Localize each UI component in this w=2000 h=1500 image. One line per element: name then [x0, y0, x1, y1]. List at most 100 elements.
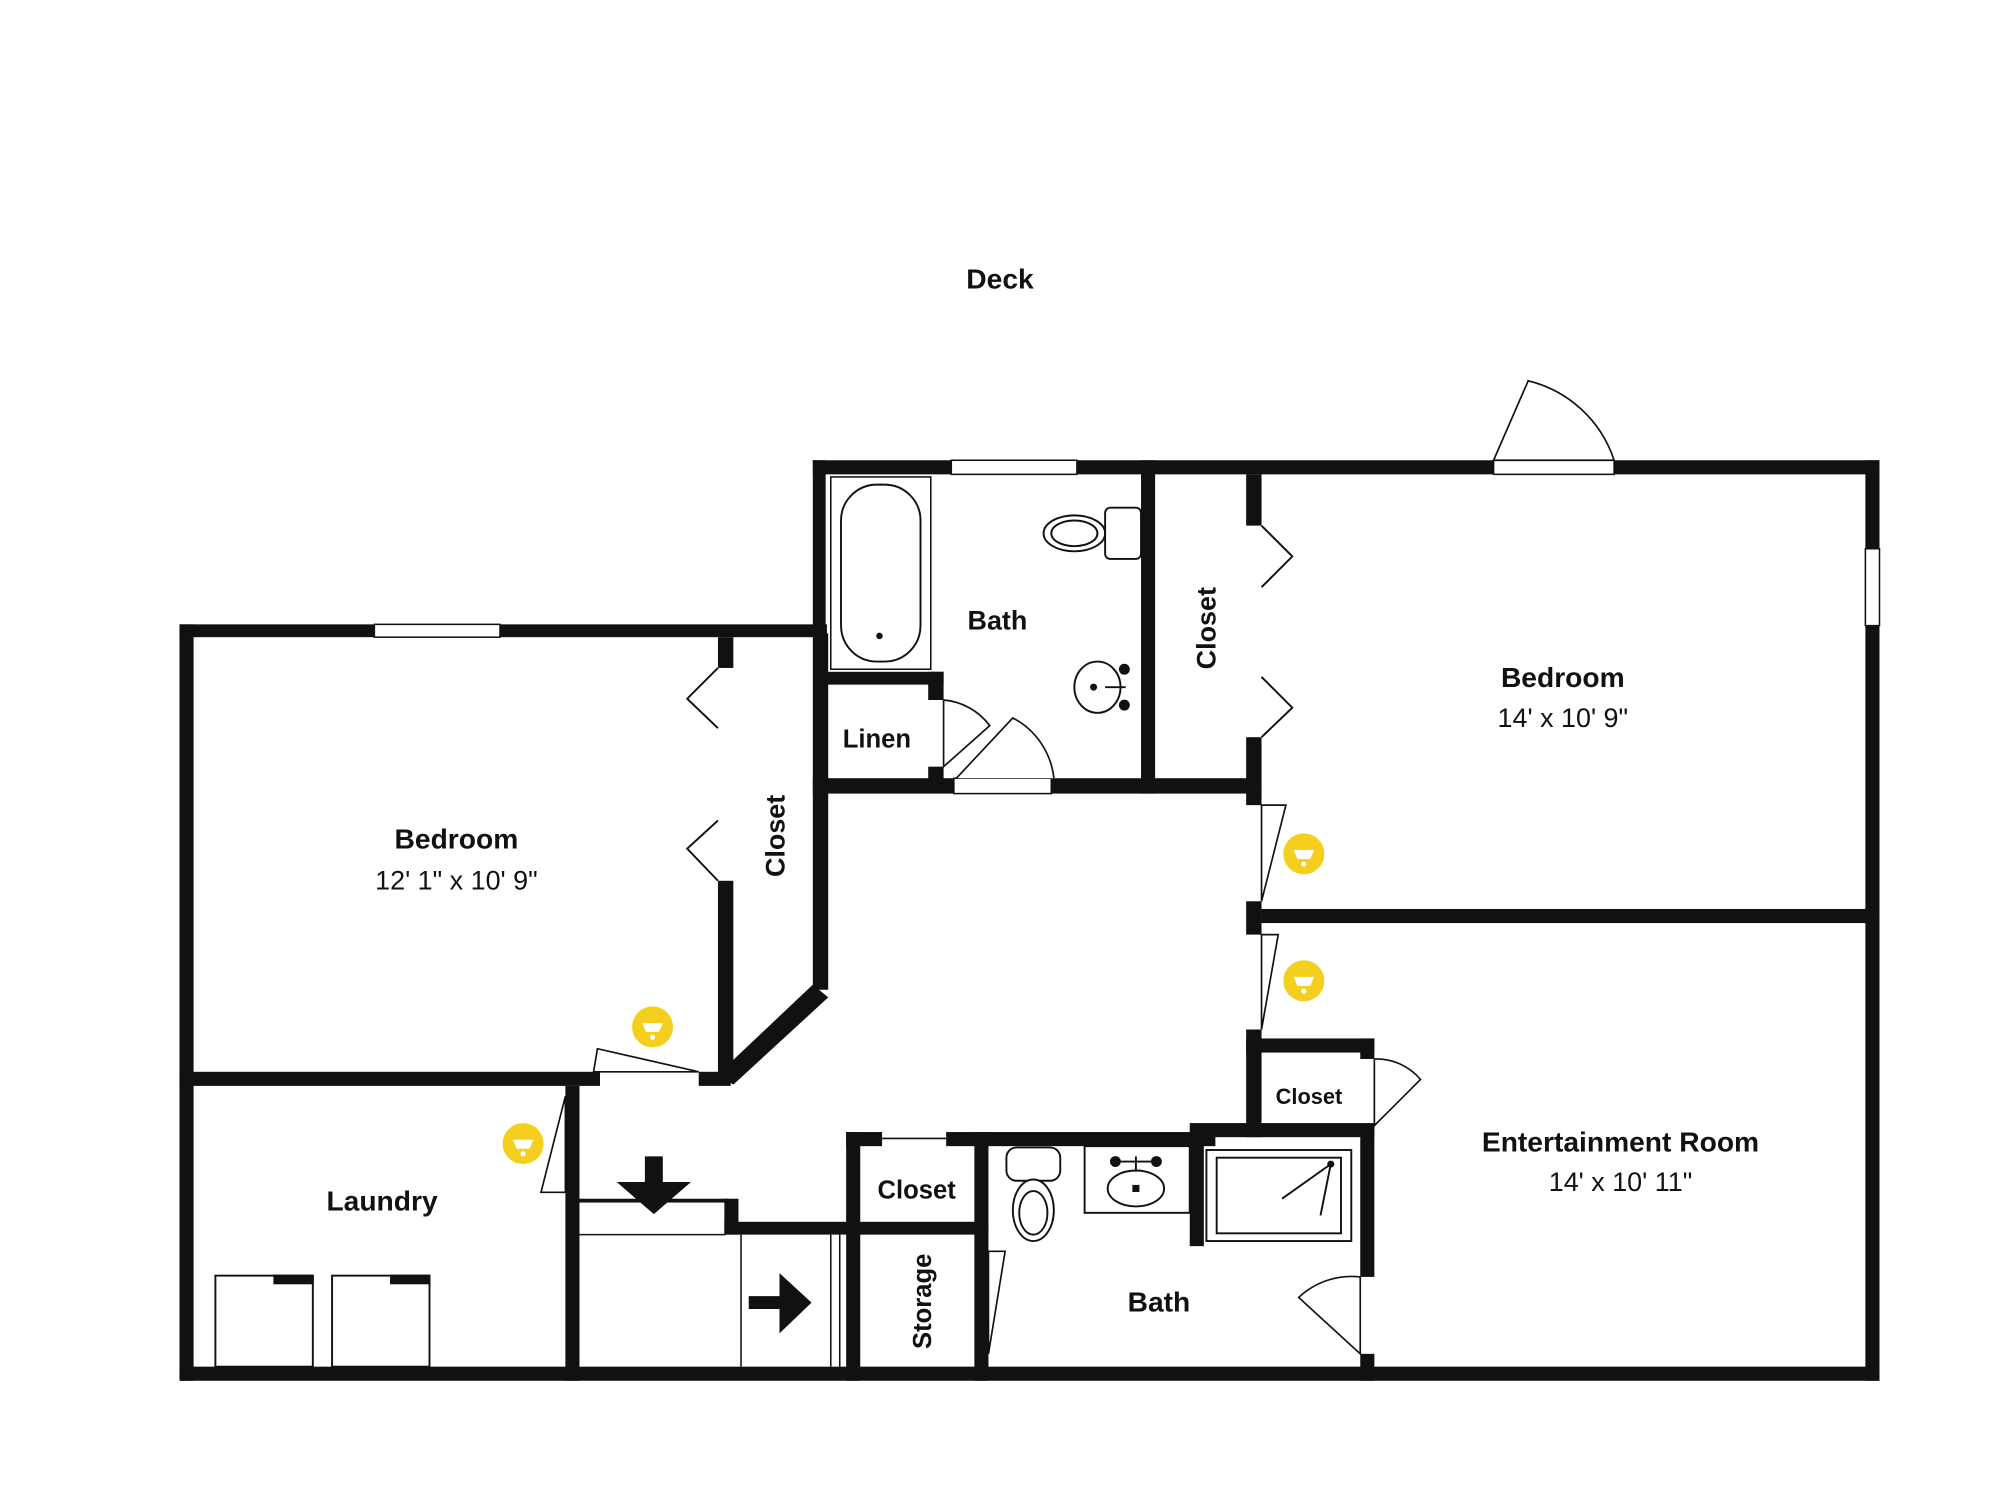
door-left-bedroom	[592, 1047, 699, 1073]
door-upper-bath	[955, 716, 1055, 779]
wall-bedroom-ent	[1261, 908, 1880, 924]
label-storage: Storage	[909, 1254, 937, 1349]
wall-laundry-right	[565, 1085, 580, 1381]
dim-entertainment: 14' x 10' 11"	[1549, 1167, 1692, 1197]
wall-bedroom-laundry-b	[698, 1071, 731, 1086]
window-right-bedroom-top	[1492, 459, 1615, 476]
bifold-mid-closet-b	[1260, 676, 1294, 738]
wall-hall-right-a	[1246, 901, 1262, 935]
smoke-detector-icon	[1283, 960, 1325, 1002]
wall-shower-left	[1189, 1123, 1204, 1247]
faucet-lower-handle-b	[1150, 1156, 1162, 1167]
label-laundry: Laundry	[326, 1184, 438, 1216]
shower-icon	[1215, 1156, 1342, 1235]
door-entertainment	[1260, 933, 1280, 1030]
shower-head-icon	[1327, 1160, 1335, 1168]
smoke-detector-icon	[502, 1123, 544, 1165]
label-closet-upper-mid: Closet	[1191, 587, 1221, 669]
dryer-icon	[331, 1274, 431, 1368]
wall-left-closet-inner-a	[717, 637, 734, 668]
door-small-closet	[1373, 1058, 1422, 1128]
wall-diagonal	[717, 984, 829, 1085]
faucet-lower-handle-a	[1109, 1156, 1121, 1167]
bathtub-drain-icon	[876, 632, 883, 640]
wall-linen-top	[825, 671, 944, 685]
wall-lower-closet-mid	[846, 1221, 989, 1235]
label-closet-lower: Closet	[878, 1177, 957, 1205]
toilet-seat-upper	[1050, 519, 1099, 548]
wall-left-closet-inner-b	[717, 880, 734, 1081]
door-laundry	[539, 1095, 567, 1194]
bifold-mid-closet-a	[1260, 524, 1294, 588]
wall-lower-closet-top-b	[946, 1132, 1216, 1147]
wall-linen-right-a	[928, 671, 944, 700]
wall-small-closet-right-b	[1360, 1125, 1375, 1277]
window-upper-bath	[950, 459, 1078, 476]
label-bedroom-right: Bedroom	[1501, 661, 1625, 693]
wall-lower-closet-left	[846, 1132, 861, 1381]
room-labels: Deck Bath Closet Bedroom 14' x 10' 9" Li…	[326, 262, 1759, 1349]
toilet-tank-lower-icon	[1005, 1146, 1062, 1182]
wall-bedroom-laundry-a	[179, 1071, 600, 1086]
wall-mid-closet-right-b	[1246, 737, 1262, 806]
bathtub-icon	[840, 483, 922, 663]
label-closet-left: Closet	[761, 795, 791, 877]
wall-small-closet-right-a	[1360, 1038, 1375, 1059]
wall-bath-bottom-b	[1051, 778, 1262, 794]
sink-lower-drain	[1132, 1184, 1140, 1192]
window-right-bedroom-side	[1864, 547, 1881, 627]
washer-control	[273, 1274, 314, 1285]
arrow-down-icon	[616, 1156, 692, 1215]
shower-spray-a	[1281, 1163, 1332, 1200]
dim-bedroom-right: 14' x 10' 9"	[1498, 703, 1629, 733]
bifold-left-closet-b	[685, 819, 719, 882]
wall-small-closet-top	[1246, 1038, 1375, 1053]
sink-upper-drain	[1090, 683, 1098, 691]
stairs	[579, 1233, 841, 1367]
wall-hall-right-b	[1246, 1029, 1262, 1138]
toilet-seat-lower	[1018, 1190, 1049, 1236]
faucet-upper-handle-a	[1118, 663, 1130, 675]
door-exterior	[1492, 379, 1616, 462]
bifold-doors	[685, 524, 1294, 882]
walls	[179, 460, 1880, 1381]
wall-bath-right	[1141, 460, 1156, 794]
wall-small-closet-right-c	[1360, 1353, 1375, 1381]
wall-top-left	[179, 624, 827, 638]
dim-bedroom-left: 12' 1" x 10' 9"	[375, 866, 538, 896]
window-bath-door-gap	[953, 777, 1053, 795]
washer-icon	[214, 1274, 314, 1368]
label-entertainment: Entertainment Room	[1482, 1125, 1759, 1157]
smoke-detector-icon	[632, 1006, 674, 1048]
doors	[539, 379, 1616, 1356]
dryer-control	[390, 1274, 431, 1285]
label-deck: Deck	[966, 262, 1034, 294]
windows	[373, 459, 1881, 795]
door-storage	[987, 1250, 1007, 1354]
bifold-left-closet-a	[685, 667, 719, 729]
stairs-arrows	[616, 1156, 812, 1334]
smoke-detectors	[502, 833, 1325, 1165]
label-linen: Linen	[843, 725, 911, 753]
window-left-bedroom	[373, 623, 501, 638]
door-lower-bath	[1297, 1275, 1362, 1356]
wall-left-closet-right	[812, 633, 829, 990]
wall-bath-left-upper	[812, 460, 826, 634]
arrow-right-icon	[748, 1273, 812, 1334]
label-bedroom-left: Bedroom	[395, 823, 519, 855]
toilet-tank-upper-icon	[1104, 506, 1142, 560]
wall-mid-closet-right-a	[1246, 474, 1262, 526]
door-linen	[942, 699, 991, 769]
wall-left	[179, 624, 194, 1381]
label-bath-lower: Bath	[1128, 1286, 1191, 1318]
toilet-bowl-lower-icon	[1011, 1178, 1055, 1242]
fixtures	[214, 476, 1353, 1368]
faucet-upper-handle-b	[1118, 699, 1130, 711]
label-closet-small: Closet	[1276, 1084, 1343, 1109]
wall-lower-closet-right	[974, 1132, 989, 1381]
shower-spray-b	[1319, 1163, 1332, 1216]
wall-bath-bottom-a	[812, 778, 954, 794]
door-right-bedroom	[1260, 804, 1287, 902]
wall-bottom	[179, 1366, 1880, 1381]
